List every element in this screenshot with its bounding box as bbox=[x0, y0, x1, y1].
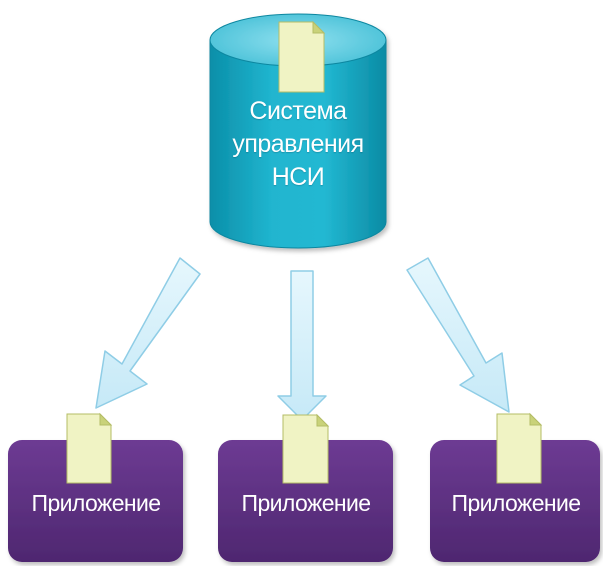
application-document-icon bbox=[496, 412, 543, 484]
application-label-3: Приложение bbox=[451, 490, 582, 516]
database-label-line-3: НСИ bbox=[271, 163, 325, 191]
application-box-1 bbox=[8, 440, 183, 562]
database-label-line-2: управления bbox=[232, 130, 364, 158]
arrow-left-icon bbox=[95, 257, 201, 409]
database-label: Система управления НСИ bbox=[212, 95, 384, 194]
database-document-icon bbox=[278, 20, 326, 93]
arrow-right-icon bbox=[406, 257, 510, 413]
application-document-icon bbox=[66, 412, 113, 484]
application-box-2 bbox=[218, 440, 393, 562]
database-label-line-1: Система bbox=[249, 97, 347, 125]
database-cylinder-icon bbox=[209, 13, 387, 249]
application-label-2: Приложение bbox=[241, 490, 372, 516]
application-box-3 bbox=[430, 440, 600, 562]
arrow-center-icon bbox=[277, 270, 327, 421]
application-document-icon bbox=[282, 413, 330, 484]
application-label-1: Приложение bbox=[31, 490, 162, 516]
